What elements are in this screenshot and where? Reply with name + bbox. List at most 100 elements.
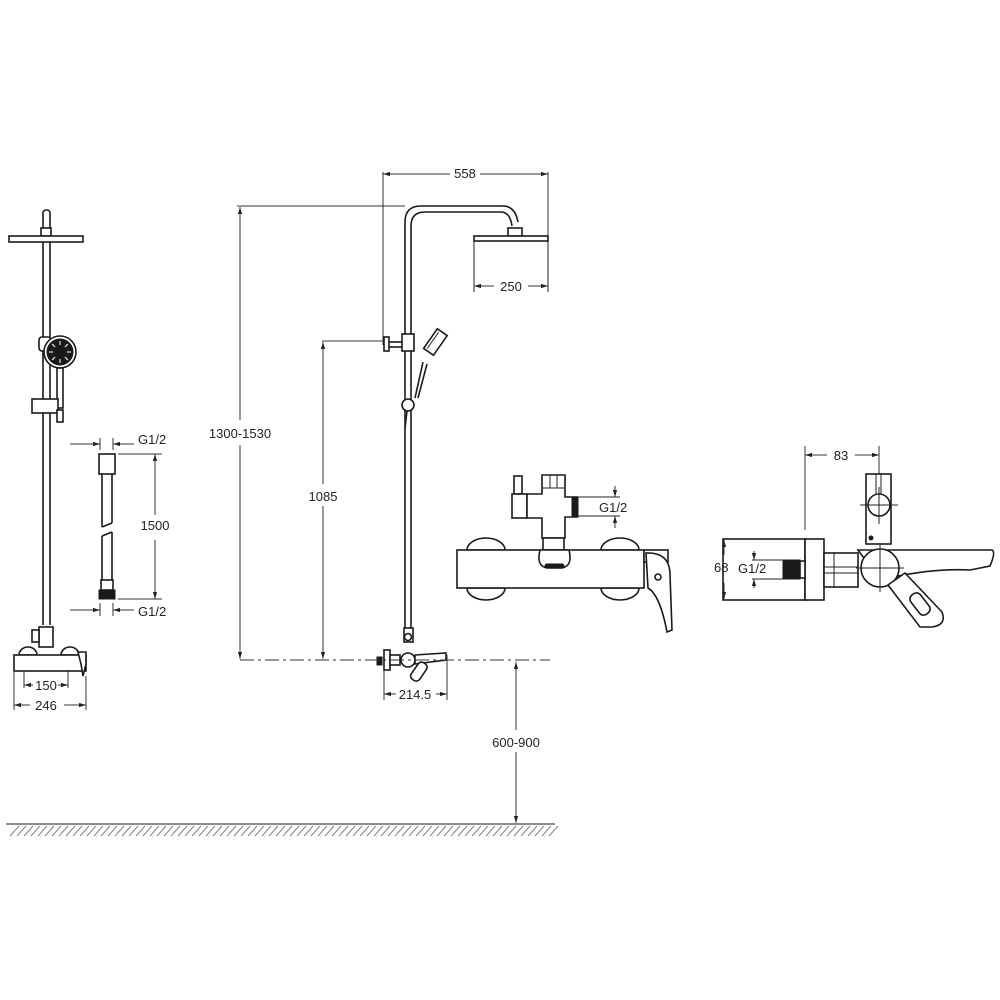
hatch-line — [135, 825, 146, 837]
wall-flange-left — [18, 646, 38, 656]
hand-shower-handle — [56, 367, 64, 409]
hatch-line — [443, 825, 454, 837]
hatch-line — [219, 825, 230, 837]
hatch-line — [226, 825, 237, 837]
hatch-line — [373, 825, 384, 837]
hatch-line — [506, 825, 517, 837]
hatch-line — [198, 825, 209, 837]
hatch-line — [534, 825, 545, 837]
hatch-line — [387, 825, 398, 837]
hatch-line — [205, 825, 216, 837]
hatch-line — [380, 825, 391, 837]
hatch-line — [471, 825, 482, 837]
diverter-knob — [513, 475, 523, 495]
hatch-line — [9, 825, 20, 837]
inlet-nut — [376, 656, 383, 666]
rain-shower-head — [473, 235, 549, 242]
head-swivel — [507, 227, 523, 237]
hatch-line — [436, 825, 447, 837]
hatch-line — [478, 825, 489, 837]
dim-valve-center-distance: 150 — [35, 678, 57, 693]
hatch-line — [212, 825, 223, 837]
hatch-line — [16, 825, 27, 837]
hatch-line — [191, 825, 202, 837]
outlet-thread — [571, 496, 579, 518]
head-connector — [40, 227, 52, 237]
valve-lever — [409, 661, 428, 682]
hatch-line — [233, 825, 244, 837]
hatch-line — [149, 825, 160, 837]
hatch-line — [338, 825, 349, 837]
hose-bottom-nut — [98, 589, 116, 600]
hatch-line — [296, 825, 307, 837]
hatch-line — [44, 825, 55, 837]
hatch-line — [51, 825, 62, 837]
hatch-line — [527, 825, 538, 837]
hatch-line — [408, 825, 419, 837]
hatch-line — [128, 825, 139, 837]
mixer-lever — [76, 651, 87, 677]
dim-inlet-thread: G1/2 — [738, 561, 766, 576]
hand-shower — [422, 327, 449, 357]
hatch-line — [240, 825, 251, 837]
dim-height: 68 — [714, 560, 728, 575]
slider-knob — [401, 398, 415, 412]
floor-line — [6, 823, 559, 837]
hatch-line — [254, 825, 265, 837]
mixer-lever — [645, 552, 673, 634]
hatch-line — [93, 825, 104, 837]
flange-top-right — [600, 537, 640, 551]
hatch-line — [282, 825, 293, 837]
hatch-line — [303, 825, 314, 837]
hose-view: G1/2 1500 G1/2 — [70, 432, 169, 619]
hatch-line — [422, 825, 433, 837]
hatch-line — [58, 825, 69, 837]
hatch-line — [107, 825, 118, 837]
wall-flange-right — [60, 646, 80, 656]
holder-pin — [56, 409, 64, 423]
hatch-line — [184, 825, 195, 837]
dim-head-diameter: 250 — [500, 279, 522, 294]
shower-arm-outer — [404, 205, 519, 336]
hatch-line — [464, 825, 475, 837]
hatch-line — [72, 825, 83, 837]
hatch-line — [170, 825, 181, 837]
lever-grip-window — [909, 592, 931, 616]
hatch-line — [289, 825, 300, 837]
hose-top-fitting — [98, 453, 116, 475]
hatch-line — [492, 825, 503, 837]
hatch-line — [457, 825, 468, 837]
hatch-line — [317, 825, 328, 837]
shower-arm-inner — [410, 211, 513, 336]
diverter-knob — [31, 629, 40, 643]
head-neck — [42, 209, 51, 231]
dim-valve-total-width: 246 — [35, 698, 57, 713]
side-view: 558 250 — [200, 166, 556, 823]
dim-bracket-height: 1085 — [309, 489, 338, 504]
hatch-line — [429, 825, 440, 837]
flange-bottom-left — [466, 587, 506, 601]
hatch-line — [30, 825, 41, 837]
hand-shower-holder — [31, 398, 59, 414]
diverter-body — [526, 474, 578, 539]
hatch-line — [23, 825, 34, 837]
hatch-line — [345, 825, 356, 837]
hatch-line — [247, 825, 258, 837]
hatch-line — [177, 825, 188, 837]
hatch-line — [499, 825, 510, 837]
hatch-line — [100, 825, 111, 837]
hose-bottom-fitting — [100, 579, 114, 591]
hatch-line — [331, 825, 342, 837]
hatch-line — [359, 825, 370, 837]
hatch-line — [163, 825, 174, 837]
hatch-line — [394, 825, 405, 837]
hatch-line — [261, 825, 272, 837]
diverter — [38, 626, 54, 648]
hatch-line — [352, 825, 363, 837]
hatch-line — [548, 825, 559, 837]
hatch-line — [541, 825, 552, 837]
hatch-line — [156, 825, 167, 837]
hatch-line — [513, 825, 524, 837]
dim-total-height: 1300-1530 — [209, 426, 271, 441]
